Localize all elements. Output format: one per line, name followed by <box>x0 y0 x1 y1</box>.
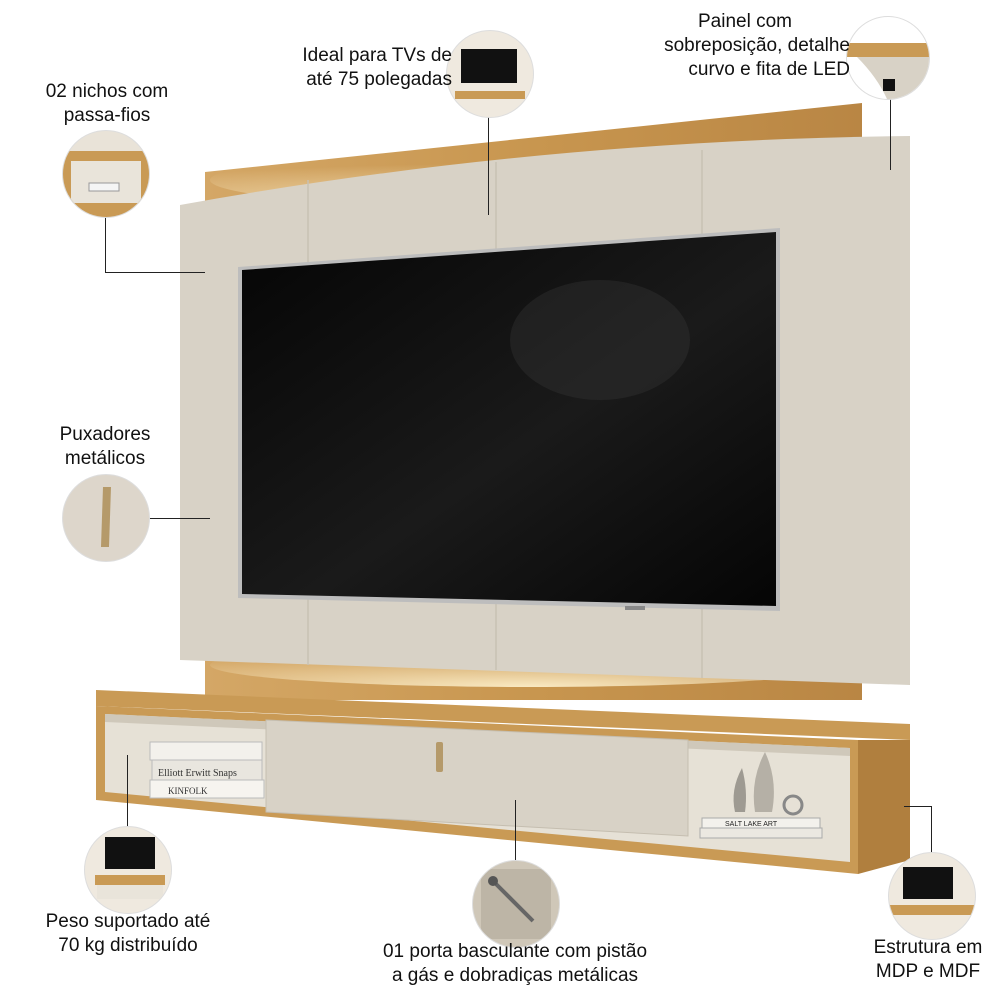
detail-circle-structure <box>888 852 976 940</box>
callout-tv-size-line2: até 75 polegadas <box>306 69 452 90</box>
detail-circle-handles <box>62 474 150 562</box>
callout-door-line2: a gás e dobradiças metálicas <box>391 965 639 986</box>
callout-handles-line1: Puxadores <box>59 424 151 445</box>
connector-structure <box>904 806 932 807</box>
door-handle <box>436 742 443 772</box>
book-title-1: Elliott Erwitt Snaps <box>158 768 237 779</box>
tv-screen <box>242 232 776 606</box>
right-decor: SALT LAKE ART <box>699 752 823 839</box>
detail-circle-niches <box>62 130 150 218</box>
callout-handles-line2: metálicos <box>64 448 146 469</box>
connector-structure-v <box>931 806 932 854</box>
connector-niches-h <box>105 272 205 273</box>
callout-panel: Painel com sobreposição, detalhe curvo e… <box>620 10 850 82</box>
callout-panel-line1: Painel com <box>698 11 792 32</box>
detail-circle-door <box>472 860 560 948</box>
callout-niches-line1: 02 nichos com <box>45 81 169 102</box>
callout-structure: Estrutura em MDP e MDF <box>856 936 1000 984</box>
callout-weight-line1: Peso suportado até <box>45 911 211 932</box>
detail-circle-weight <box>84 826 172 914</box>
detail-circle-panel <box>846 16 930 100</box>
connector-tv <box>488 115 489 215</box>
callout-structure-line2: MDP e MDF <box>875 961 981 982</box>
callout-weight: Peso suportado até 70 kg distribuído <box>28 910 228 958</box>
left-books: Elliott Erwitt Snaps KINFOLK <box>149 741 265 799</box>
callout-tv-size-line1: Ideal para TVs de <box>302 45 452 66</box>
callout-panel-line3: curvo e fita de LED <box>688 59 850 80</box>
callout-weight-line2: 70 kg distribuído <box>58 935 198 956</box>
connector-handles <box>148 518 210 519</box>
callout-niches-line2: passa-fios <box>63 105 151 126</box>
rack-side <box>858 740 910 874</box>
callout-door-line1: 01 porta basculante com pistão <box>382 941 648 962</box>
callout-structure-line1: Estrutura em <box>873 937 983 958</box>
connector-weight <box>127 755 128 827</box>
book-title-2: KINFOLK <box>168 786 208 796</box>
callout-niches: 02 nichos com passa-fios <box>22 80 192 128</box>
callout-door: 01 porta basculante com pistão a gás e d… <box>355 940 675 988</box>
detail-circle-tv <box>446 30 534 118</box>
connector-door <box>515 800 516 862</box>
callout-panel-line2: sobreposição, detalhe <box>664 35 850 56</box>
callout-handles: Puxadores metálicos <box>30 423 180 471</box>
rack-top <box>96 690 910 740</box>
flap-door <box>265 719 689 837</box>
book-title-3: SALT LAKE ART <box>725 821 778 828</box>
callout-tv-size: Ideal para TVs de até 75 polegadas <box>262 44 452 92</box>
connector-niches <box>105 215 106 273</box>
connector-panel <box>890 92 891 170</box>
